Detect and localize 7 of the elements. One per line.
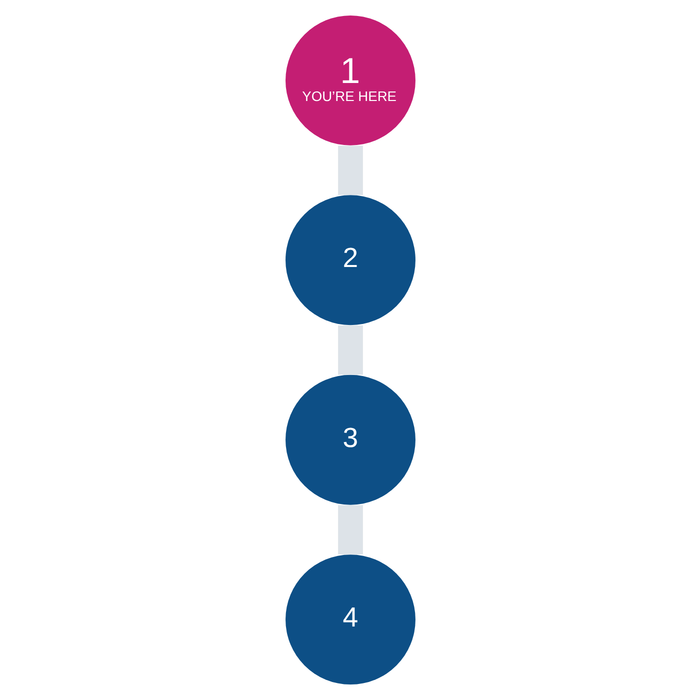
connector [338,505,362,554]
node-circle: 3 [285,374,415,505]
node-circle: 2 [285,195,415,326]
connector [338,146,362,195]
node-circle: 1 YOU’RE HERE [285,15,415,146]
node-circle: 4 [285,554,415,685]
connector [338,325,362,375]
